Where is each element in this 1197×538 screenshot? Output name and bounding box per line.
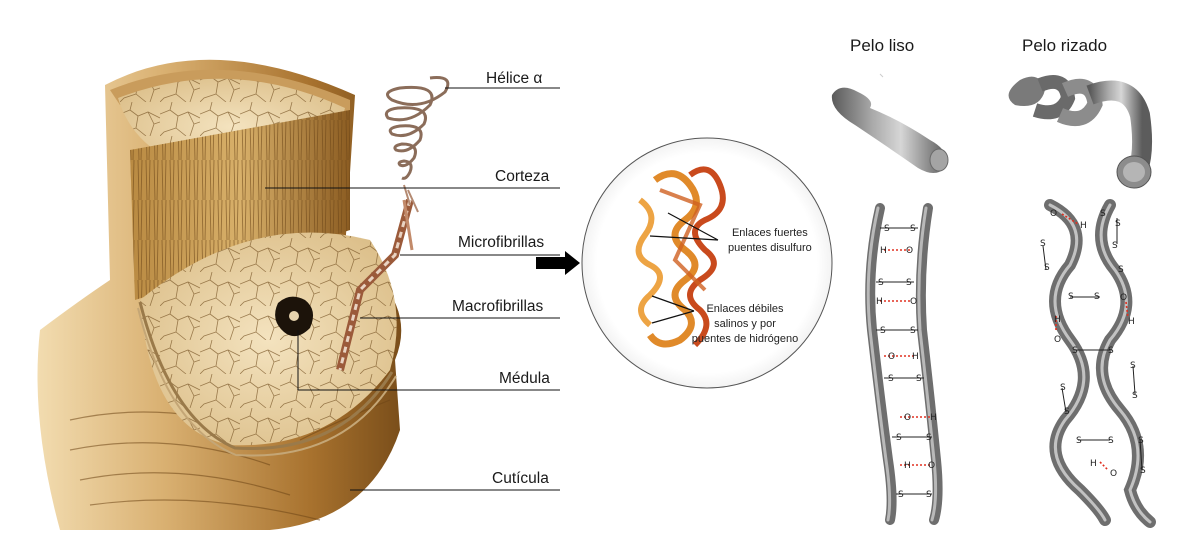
bond-atom-sulfur: S — [1076, 436, 1082, 446]
bond-atom-sulfur: S — [1094, 292, 1100, 302]
bond-atom-sulfur: S — [916, 374, 922, 384]
label-helix: Hélice α — [486, 70, 543, 87]
bond-atom-sulfur: S — [1115, 219, 1121, 229]
bond-atom-sulfur: S — [906, 278, 912, 288]
bond-atom-oxygen: O — [904, 413, 911, 423]
bond-atom-sulfur: S — [1072, 346, 1078, 356]
bond-atom-sulfur: S — [926, 490, 932, 500]
bond-atom-sulfur: S — [884, 224, 890, 234]
weak-bonds-label: Enlaces débiles salinos y por puentes de… — [677, 302, 813, 347]
curly-hair-title: Pelo rizado — [1022, 36, 1108, 55]
bond-atom-sulfur: S — [888, 374, 894, 384]
straight-strands — [865, 203, 943, 525]
weak-bonds-line-2: salinos y por — [714, 318, 776, 330]
label-macrofibrils: Macrofibrillas — [452, 298, 544, 315]
bond-atom-sulfur: S — [1068, 292, 1074, 302]
straight-hair-title: Pelo liso — [850, 36, 915, 55]
label-cuticle: Cutícula — [492, 470, 549, 487]
bond-atom-sulfur: S — [880, 326, 886, 336]
strong-bonds-line-1: Enlaces fuertes — [731, 227, 808, 239]
bond-atom-oxygen: O — [1120, 293, 1127, 303]
bond-atom-sulfur: S — [1100, 209, 1106, 219]
bond-atom-sulfur: S — [1118, 265, 1124, 275]
bond-atom-sulfur: S — [910, 224, 916, 234]
bond-atom-sulfur: S — [1140, 466, 1146, 476]
bond-atom-oxygen: O — [888, 352, 895, 362]
bond-atom-oxygen: O — [1054, 335, 1061, 345]
bond-atom-sulfur: S — [1108, 346, 1114, 356]
bond-atom-sulfur: S — [896, 433, 902, 443]
label-medulla: Médula — [499, 370, 550, 387]
bond-atom-sulfur: S — [898, 490, 904, 500]
bond-atom-sulfur: S — [1112, 241, 1118, 251]
bond-atom-sulfur: S — [1138, 436, 1144, 446]
bond-atom-sulfur: S — [910, 326, 916, 336]
bond-atom-oxygen: O — [906, 246, 913, 256]
zoom-arrow — [536, 251, 580, 275]
curly-hair-coil — [1008, 75, 1153, 189]
strong-bonds-line-2: puentes disulfuro — [728, 242, 812, 254]
protein-magnification — [581, 137, 833, 389]
bond-atom-hydrogen: H — [876, 297, 883, 307]
bond-atom-sulfur: S — [1060, 383, 1066, 393]
strong-bonds-label: Enlaces fuertes puentes disulfuro — [728, 226, 812, 256]
bond-atom-sulfur: S — [926, 433, 932, 443]
bond-atom-hydrogen: H — [1128, 317, 1135, 327]
bond-atom-sulfur: S — [1064, 407, 1070, 417]
straight-hair-tube — [831, 73, 949, 173]
bond-atom-sulfur: S — [1044, 263, 1050, 273]
bond-atom-hydrogen: H — [912, 352, 919, 362]
label-cortex: Corteza — [495, 168, 550, 185]
bond-atom-oxygen: O — [910, 297, 917, 307]
bond-atom-hydrogen: H — [1054, 315, 1061, 325]
leader-lines — [265, 87, 560, 491]
bond-atom-sulfur: S — [1040, 239, 1046, 249]
bond-atom-oxygen: O — [928, 461, 935, 471]
bond-atom-sulfur: S — [878, 278, 884, 288]
bond-atom-hydrogen: H — [930, 413, 937, 423]
bond-atom-hydrogen: H — [904, 461, 911, 471]
bond-atom-sulfur: S — [1130, 361, 1136, 371]
curly-strands — [1042, 199, 1156, 528]
hair-shaft-illustration — [37, 59, 450, 531]
bond-atom-hydrogen: H — [1080, 221, 1087, 231]
weak-bonds-line-3: puentes de hidrógeno — [691, 333, 799, 345]
bond-atom-sulfur: S — [1132, 391, 1138, 401]
weak-bonds-line-1: Enlaces débiles — [706, 303, 784, 315]
bond-atom-oxygen: O — [1050, 209, 1057, 219]
bond-atom-hydrogen: H — [880, 246, 887, 256]
label-microfibrils: Microfibrillas — [458, 234, 545, 251]
bond-atom-sulfur: S — [1108, 436, 1114, 446]
bond-atom-hydrogen: H — [1090, 459, 1097, 469]
bond-atom-oxygen: O — [1110, 469, 1117, 479]
